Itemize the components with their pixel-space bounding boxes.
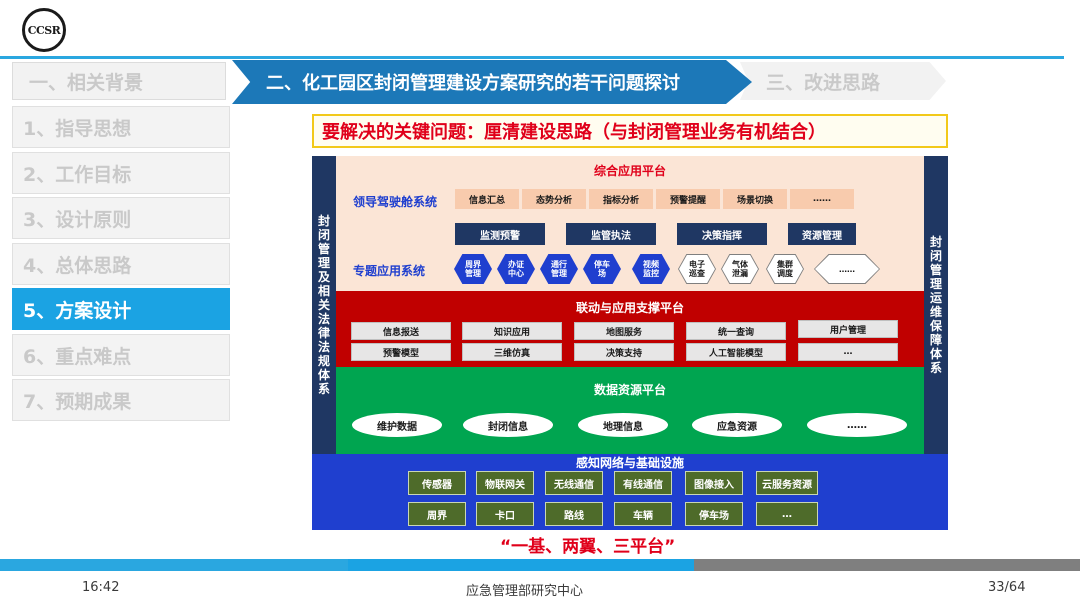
infra-item: 无线通信 (545, 471, 603, 495)
footer-bar-segment (0, 559, 348, 571)
right-side-pillar: 封 闭 管 理 运 维 保 障 体 系 (924, 156, 948, 454)
key-question-banner: 要解决的关键问题：厘清建设思路（与封闭管理业务有机结合） (312, 114, 948, 148)
infra-item: 停车场 (685, 502, 743, 526)
infra-item: … (756, 502, 818, 526)
support-platform-layer: 联动与应用支撑平台 信息报送 知识应用 地图服务 统一查询 用户管理 预警模型 … (336, 291, 924, 367)
cockpit-item: 预警提醒 (656, 189, 720, 209)
infra-item: 图像接入 (685, 471, 743, 495)
header-rule (0, 56, 1064, 59)
app-platform-title: 综合应用平台 (593, 164, 666, 178)
infra-item: 路线 (545, 502, 603, 526)
data-resource-item: 应急资源 (692, 413, 782, 437)
cockpit-item: 指标分析 (589, 189, 653, 209)
infra-item: 云服务资源 (756, 471, 818, 495)
menu-item-work-goals[interactable]: 2、工作目标 (12, 152, 230, 194)
infra-item: 传感器 (408, 471, 466, 495)
function-item: 监管执法 (566, 223, 656, 245)
cockpit-item: 场景切换 (723, 189, 787, 209)
data-resource-item: 封闭信息 (463, 413, 553, 437)
topic-system-hex: 通行管理 (540, 254, 578, 284)
topic-system-hex: 办证中心 (497, 254, 535, 284)
infra-item: 有线通信 (614, 471, 672, 495)
infrastructure-layer: 感知网络与基础设施 传感器 物联网关 无线通信 有线通信 图像接入 云服务资源 … (312, 454, 948, 530)
footer-bar-segment (694, 559, 1080, 571)
support-item: 人工智能模型 (686, 343, 786, 361)
menu-item-design-principles[interactable]: 3、设计原则 (12, 197, 230, 239)
cockpit-item: …… (790, 189, 854, 209)
function-item: 监测预警 (455, 223, 545, 245)
support-item: 三维仿真 (462, 343, 562, 361)
cockpit-item: 态势分析 (522, 189, 586, 209)
infra-item: 物联网关 (476, 471, 534, 495)
topic-system-hex: 视频监控 (632, 254, 670, 284)
topic-system-hex: …… (814, 254, 880, 284)
infra-item: 车辆 (614, 502, 672, 526)
topic-system-hex: 集群调度 (766, 254, 804, 284)
left-side-pillar: 封 闭 管 理 及 相 关 法 律 法 规 体 系 (312, 156, 336, 454)
app-platform-layer: 综合应用平台 领导驾驶舱系统 信息汇总 态势分析 指标分析 预警提醒 场景切换 … (336, 156, 924, 291)
tab-current-section[interactable]: 二、化工园区封闭管理建设方案研究的若干问题探讨 (232, 60, 752, 104)
support-item: 地图服务 (574, 322, 674, 340)
data-platform-layer: 数据资源平台 维护数据 封闭信息 地理信息 应急资源 …… (336, 367, 924, 454)
page-number: 33/64 (988, 580, 1026, 595)
footer-bar-segment (348, 559, 694, 571)
menu-item-solution-design[interactable]: 5、方案设计 (12, 288, 230, 330)
architecture-diagram: 封 闭 管 理 及 相 关 法 律 法 规 体 系 封 闭 管 理 运 维 保 … (312, 156, 948, 530)
cockpit-label: 领导驾驶舱系统 (353, 195, 438, 209)
topic-system-hex: 周界管理 (454, 254, 492, 284)
data-resource-item: 维护数据 (352, 413, 442, 437)
support-item: 统一查询 (686, 322, 786, 340)
architecture-slogan: “一基、两翼、三平台” (500, 537, 676, 557)
topic-system-hex: 停车场 (583, 254, 621, 284)
tab-prev-section[interactable]: 一、相关背景 (12, 62, 226, 100)
support-platform-title: 联动与应用支撑平台 (575, 301, 684, 315)
support-item: 信息报送 (351, 322, 451, 340)
data-platform-title: 数据资源平台 (593, 383, 666, 397)
support-item: 预警模型 (351, 343, 451, 361)
topic-system-hex: 电子巡查 (678, 254, 716, 284)
tab-next-section[interactable]: 三、改进思路 (740, 62, 946, 100)
footer-org: 应急管理部研究中心 (466, 584, 584, 599)
menu-item-guiding-ideology[interactable]: 1、指导思想 (12, 106, 230, 148)
data-resource-item: …… (807, 413, 907, 437)
side-pillar-text: 封 闭 管 理 及 相 关 法 律 法 规 体 系 (317, 214, 330, 396)
menu-item-key-difficulties[interactable]: 6、重点难点 (12, 334, 230, 376)
function-item: 资源管理 (788, 223, 856, 245)
infra-item: 卡口 (476, 502, 534, 526)
support-item: 知识应用 (462, 322, 562, 340)
infrastructure-title: 感知网络与基础设施 (575, 456, 684, 470)
ccsr-logo: CCSR (22, 8, 66, 52)
infra-item: 周界 (408, 502, 466, 526)
data-resource-item: 地理信息 (578, 413, 668, 437)
menu-item-expected-results[interactable]: 7、预期成果 (12, 379, 230, 421)
function-item: 决策指挥 (677, 223, 767, 245)
support-item: … (798, 343, 898, 361)
side-pillar-text: 封 闭 管 理 运 维 保 障 体 系 (929, 235, 942, 375)
topic-systems-label: 专题应用系统 (353, 264, 426, 278)
cockpit-item: 信息汇总 (455, 189, 519, 209)
topic-system-hex: 气体泄漏 (721, 254, 759, 284)
support-item: 决策支持 (574, 343, 674, 361)
support-item: 用户管理 (798, 320, 898, 338)
menu-item-overall-approach[interactable]: 4、总体思路 (12, 243, 230, 285)
footer-time: 16:42 (82, 580, 120, 595)
